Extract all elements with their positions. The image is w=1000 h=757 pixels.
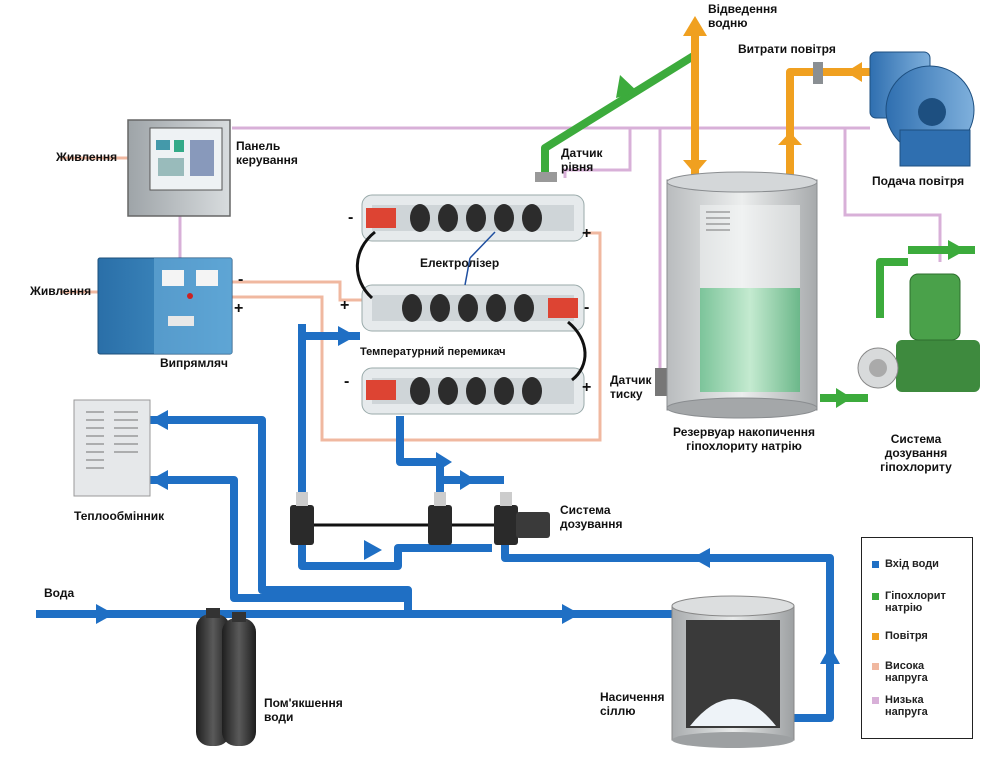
legend-item-air: Повітря xyxy=(872,630,967,642)
legend-swatch xyxy=(872,663,879,670)
legend-swatch xyxy=(872,697,879,704)
pressure-sensor-device xyxy=(655,368,667,396)
tank-label: Резервуар накопичення гіпохлориту натрію xyxy=(673,425,815,453)
rectifier-label: Випрямляч xyxy=(160,356,228,370)
airflow-meter xyxy=(813,62,823,84)
power-label-bottom: Живлення xyxy=(30,284,92,298)
electrode-polarity-signs: - + + - - + - + xyxy=(234,209,591,396)
heat-exchanger xyxy=(73,399,151,497)
legend-label: Низька напруга xyxy=(885,694,928,718)
legend-swatch xyxy=(872,561,879,568)
legend-label: Гіпохлорит натрію xyxy=(885,590,946,614)
salt-saturation-label: Насичення сіллю xyxy=(600,690,665,718)
hypochlorite-dosing-pump xyxy=(857,273,980,392)
polarity-sign: - xyxy=(348,209,353,226)
air-blower xyxy=(869,51,975,167)
legend-item-low-voltage: Низька напруга xyxy=(872,694,967,718)
control-panel-label: Панель керування xyxy=(236,139,298,167)
legend-item-water: Вхід води xyxy=(872,558,967,570)
water-arrows xyxy=(96,326,840,664)
high-voltage-lines xyxy=(60,156,602,442)
legend-label: Вхід води xyxy=(885,558,939,570)
control-panel xyxy=(127,119,231,217)
dosing-pumps xyxy=(290,492,550,545)
dosing-system-label: Система дозування xyxy=(560,503,623,531)
legend-item-high-voltage: Висока напруга xyxy=(872,660,967,684)
level-sensor-label: Датчик рівня xyxy=(561,146,603,174)
legend-label: Висока напруга xyxy=(885,660,928,684)
legend-item-hypochlorite: Гіпохлорит натрію xyxy=(872,590,967,614)
legend-label: Повітря xyxy=(885,630,928,642)
hypochlorite-dosing-label: Система дозування гіпохлориту xyxy=(880,432,952,474)
air-arrows xyxy=(683,16,862,174)
temperature-switch-label: Температурний перемикач xyxy=(360,346,506,358)
legend-swatch xyxy=(872,633,879,640)
storage-tank xyxy=(666,171,818,419)
air-supply-label: Подача повітря xyxy=(872,174,965,188)
water-inlet-label: Вода xyxy=(44,586,75,600)
polarity-sign: + xyxy=(582,379,591,396)
heat-exchanger-label: Теплообмінник xyxy=(74,509,165,523)
polarity-sign: + xyxy=(340,297,349,314)
polarity-sign: + xyxy=(234,300,243,317)
electrolyzer-pointers xyxy=(464,231,496,286)
water-lines xyxy=(36,324,834,722)
rectifier xyxy=(97,257,233,355)
water-softener xyxy=(196,608,256,746)
electrolyzer-stack xyxy=(355,172,587,415)
legend: Вхід води Гіпохлорит натрію Повітря Висо… xyxy=(861,537,973,739)
hydrogen-vent-label: Відведення водню xyxy=(708,2,778,30)
salt-saturator xyxy=(671,595,795,748)
polarity-sign: - xyxy=(344,373,349,390)
power-label-top: Живлення xyxy=(56,150,118,164)
pressure-sensor-label: Датчик тиску xyxy=(610,373,652,401)
legend-swatch xyxy=(872,593,879,600)
polarity-sign: - xyxy=(584,299,589,316)
electrolyzer-label: Електролізер xyxy=(420,256,500,270)
hypochlorite-arrows xyxy=(616,75,966,408)
polarity-sign: - xyxy=(238,271,243,288)
polarity-sign: + xyxy=(582,225,591,242)
water-softening-label: Пом'якшення води xyxy=(264,696,343,724)
low-voltage-lines xyxy=(178,126,942,372)
air-flow-label: Витрати повітря xyxy=(738,42,836,56)
